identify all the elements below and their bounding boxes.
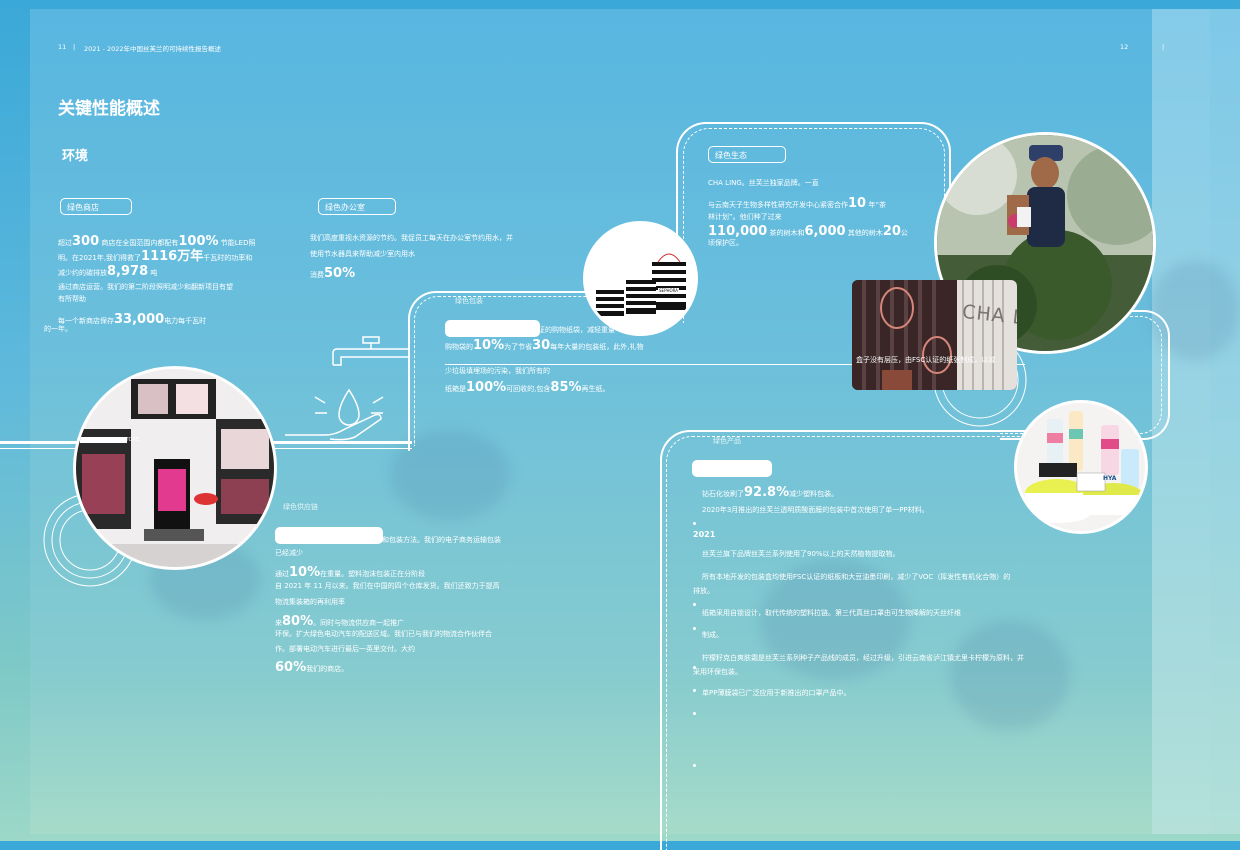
water-tap-icon [285,336,410,441]
supply-line-8: 作。部署电动汽车进行最后一英里交付。大约 [275,645,415,653]
products-line-5: 排放。 [693,587,714,595]
packaging-box-note: 盒子没有层压，由FSC认证的纸张制成，以减 [856,356,996,364]
decor-blob [950,620,1070,730]
store-line-3: 减少约的碳排放8,978 吨 [58,264,158,279]
label-green-supply-text: 绿色供应链 [283,503,318,511]
label-green-products-text: 绿色产品 [713,437,741,445]
supply-line-3: 通过10%在重量。塑料泡沫包装正在分阶段 [275,565,426,580]
store-sign: MY BEAUTY STORE [92,437,140,443]
bullet [693,712,696,715]
bullet [693,522,696,525]
section-title: 环境 [62,149,89,164]
route-curve [414,296,688,446]
packaging-line-2: 购物袋的10%为了节省30每年大量的包装纸，此外,礼物 [445,338,644,353]
products-line-8: 柠檬籽克白爽肤霜是丝芙兰系列种子产品线的成员，经过升级，引进云南省泸江镇尤里卡柠… [702,654,1024,662]
page-number-right: 12 [1120,43,1129,51]
label-green-packaging-text: 绿色包装 [455,297,483,305]
bullet [693,764,696,767]
store-line-5: 有所帮助 [58,295,86,303]
supply-line-5: 物流集装箱的再利用率 [275,598,345,606]
office-line-2: 使用节水器具来帮助减少室内用水 [310,250,415,258]
store-line-2: 明。在2021年,我们得救了1116万年千瓦时的功率和 [58,249,253,264]
bag-brand: SEPHORA [658,288,679,293]
products-line-1: 钻石化妆刷了92.8%减少塑料包装。 [702,485,839,500]
bullet [693,666,696,669]
products-line-7: 制成。 [702,631,723,639]
route-curve [666,436,1080,850]
store-line-4: 通过商店运营。我们的第二阶段照明减少和翻新项目有望 [58,283,233,291]
label-green-office: 绿色办公室 [318,198,396,215]
page-number-left: 11 [58,43,67,51]
products-line-10: 单PP薄膜袋已广泛应用于新推出的口罩产品中。 [702,689,851,697]
label-green-store: 绿色商店 [60,198,132,215]
bullet [693,689,696,692]
ecology-line-4: 110,000 茶的树木和6,000 其他的树木20公 [708,224,908,239]
route-curve [660,430,1080,850]
supply-line-2: 已经减少 [275,549,303,557]
store-line-1: 超过300 商店在全国范围内都配有100% 节能LED照 [58,234,256,249]
store-line-7: 的一年。 [44,325,72,333]
decor-blob [1150,260,1240,360]
header-separator: | [73,43,76,51]
route-curve [408,291,688,451]
packaging-line-4: 纸箱是100%可回收的,包含85%再生纸。 [445,380,610,395]
products-line-3: 丝芙兰旗下品牌丝芙兰系列使用了90%以上的天然植物提取物。 [702,550,900,558]
shopping-bags-photo: SEPHORA [583,221,698,336]
products-line-4: 所有本地开发的包装盒均使用FSC认证的纸板和大豆油墨印刷，减少了VOC（挥发性有… [702,573,1011,581]
chaling-photo: CHA LING [852,280,1017,390]
bullet [693,603,696,606]
label-green-products [692,460,772,477]
ecology-line-3: 林计划”。他们种了过来 [708,213,782,221]
decor-blob [760,560,910,680]
supply-line-9: 60%我们的商店。 [275,660,349,675]
packaging-line-3: 少垃圾填埋场的污染，我们所有的 [445,367,550,375]
bullet [693,627,696,630]
supply-line-1: 和包装方法。我们的电子商务运输包装 [382,536,501,544]
products-line-9: 采用环保包装。 [693,668,742,676]
office-line-1: 我们高度重视水资源的节约。我促员工每天在办公室节约用水，并 [310,234,513,242]
supply-line-4: 自 2021 年 11 月以来。我们在中国的四个仓库发货。我们还致力于提高 [275,582,500,590]
label-green-supply [275,527,383,544]
supply-line-7: 环保。扩大绿色电动汽车的配送区域。我们已与我们的物流合作伙伴合 [275,630,492,638]
header-separator-right: | [1162,43,1165,51]
office-line-3: 消费50% [310,266,356,281]
packaging-line-1: 证的购物纸袋，减轻重量 [538,326,615,334]
store-photo: MY BEAUTY STORE [73,366,277,570]
products-photo: HYA [1014,400,1148,534]
label-green-packaging [445,320,540,337]
label-green-ecology: 绿色生态 [708,146,786,163]
supply-line-6: 来80%。同时与物流供应商一起推广 [275,614,405,629]
ecology-line-2: 与云南天子生物多样性研究开发中心紧密合作10 年“茶 [708,196,886,211]
divider-line [445,364,1025,365]
page-title: 关键性能概述 [58,99,160,119]
ecology-line-1: CHA LING。丝芙兰独家品牌。一直 [708,179,819,187]
report-title: 2021 - 2022年中国丝芙兰的可持续性报告概述 [84,45,222,53]
products-line-2: 2020年3月推出的丝芙兰透明质酸面膜的包装中首次使用了单一PP材料。 [702,506,929,514]
products-year: 2021 [693,530,716,539]
products-line-6: 纸箱采用自锁设计，取代传统的塑料拉链。第三代真丝口罩由可生物降解的天丝纤维 [702,609,961,617]
jar-label: HYA [1103,475,1117,482]
ecology-line-5: 顷保护区。 [708,239,743,247]
store-line-6: 每一个新商店保存33,000电力每千瓦时 [58,312,207,327]
